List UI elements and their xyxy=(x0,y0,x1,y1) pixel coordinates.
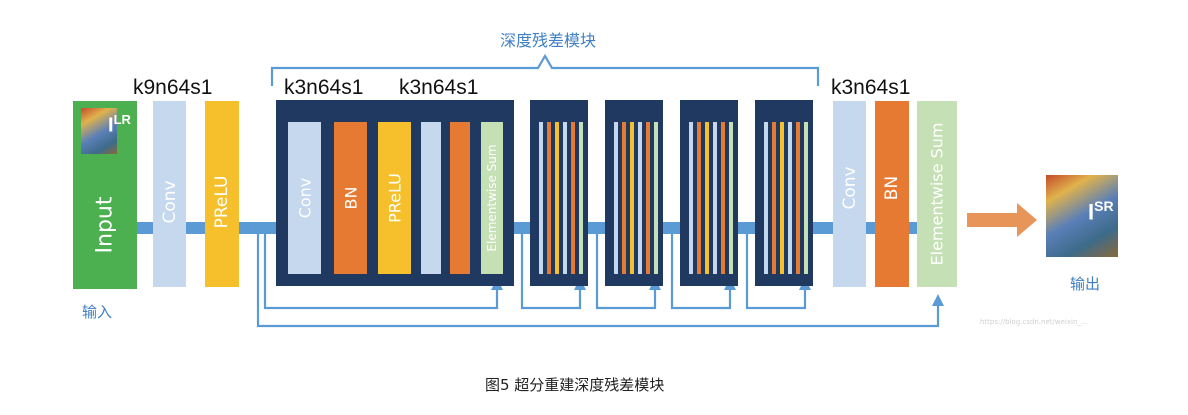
residual-block-mini-4 xyxy=(755,100,813,286)
skip-line-4 xyxy=(670,234,732,310)
output-arrow-icon xyxy=(967,203,1037,237)
figure-caption: 图5 超分重建深度残差模块 xyxy=(485,376,665,394)
group-brace xyxy=(270,53,820,86)
global-skip-arrowhead xyxy=(932,294,944,306)
residual-block-mini-2 xyxy=(605,100,663,286)
group-title: 深度残差模块 xyxy=(500,31,597,50)
input-image-tag: ILR xyxy=(108,112,131,137)
global-skip-line xyxy=(256,234,940,328)
residual-elementwise-sum: Elementwise Sum xyxy=(481,122,503,274)
first-conv-layer: Conv xyxy=(153,101,186,287)
label-first-conv: k9n64s1 xyxy=(133,76,213,99)
residual-conv-1: Conv xyxy=(288,122,321,274)
residual-prelu: PReLU xyxy=(378,122,411,274)
last-conv-layer: Conv xyxy=(833,101,866,287)
first-prelu-layer: PReLU xyxy=(205,101,239,287)
residual-block-mini-1 xyxy=(530,100,588,286)
input-label: Input xyxy=(92,196,118,254)
label-block-b: k3n64s1 xyxy=(399,76,479,99)
residual-conv-2 xyxy=(421,122,441,274)
skip-line-2 xyxy=(520,234,582,310)
input-thumbnail-icon xyxy=(81,108,117,154)
label-last-conv: k3n64s1 xyxy=(831,76,911,99)
output-thumbnail-icon: ISR xyxy=(1046,175,1118,257)
output-caption: 输出 xyxy=(1070,275,1101,293)
skip-line-3 xyxy=(595,234,657,310)
output-image-tag: ISR xyxy=(1088,198,1114,225)
skip-line-1 xyxy=(263,234,499,310)
label-block-a: k3n64s1 xyxy=(284,76,364,99)
last-bn-layer: BN xyxy=(875,101,909,287)
input-caption: 输入 xyxy=(82,303,113,321)
watermark: https://blog.csdn.net/weixin_... xyxy=(980,318,1088,326)
residual-block-mini-3 xyxy=(680,100,738,286)
residual-block-expanded: Conv BN PReLU Elementwise Sum xyxy=(276,100,514,286)
residual-bn-2 xyxy=(450,122,470,274)
last-elementwise-sum: Elementwise Sum xyxy=(917,101,957,287)
input-block: ILR Input xyxy=(73,101,137,289)
residual-bn-1: BN xyxy=(334,122,367,274)
skip-line-5 xyxy=(745,234,807,310)
